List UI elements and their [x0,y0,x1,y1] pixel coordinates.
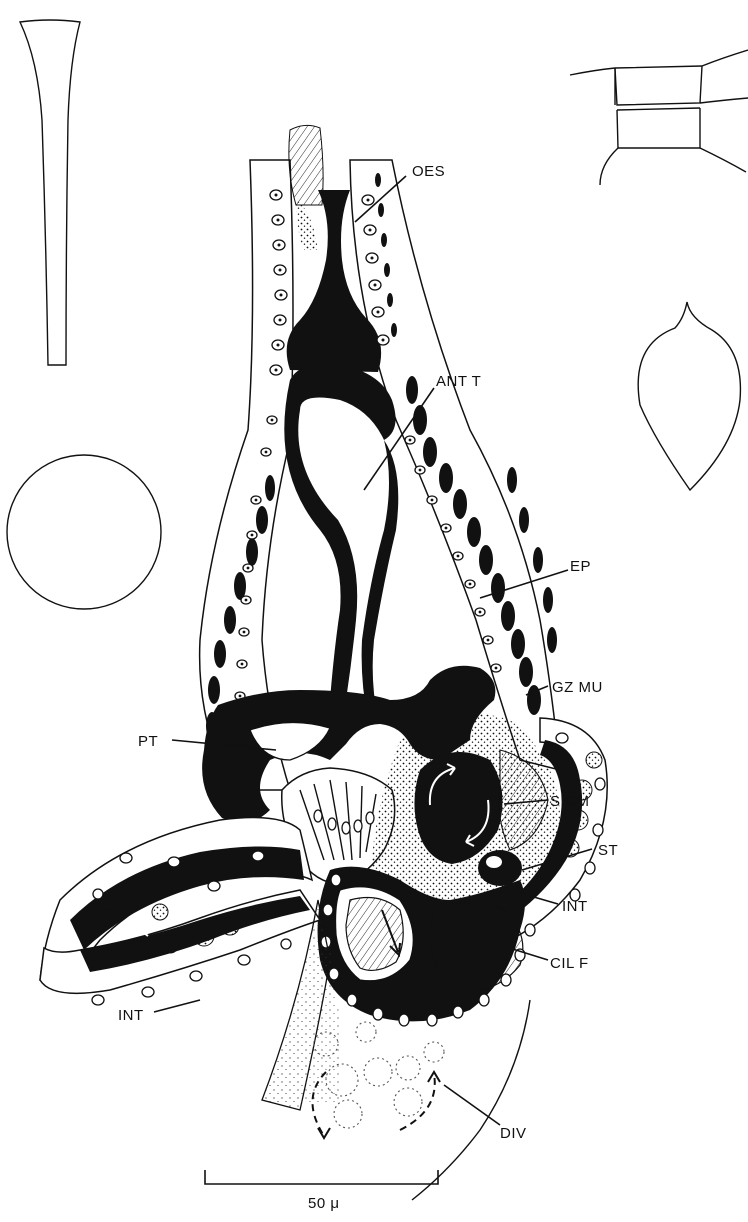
heart-shape-outline [638,302,740,490]
club-shape-outline [20,20,80,365]
circle-outline [7,455,161,609]
segment-outline [570,50,748,185]
label-s-cm: S CM [550,793,590,810]
oesophagus [200,125,560,790]
label-oes: OES [412,163,445,180]
scale-bar-label: 50 μ [308,1195,340,1212]
label-int-right: INT [562,898,588,915]
label-div: DIV [500,1125,527,1142]
intestine-left-loop [40,818,320,1005]
label-ep: EP [570,558,591,575]
anterior-tube [284,364,398,720]
label-gz-mu: GZ MU [552,679,603,696]
scale-bar: 50 μ [205,1170,438,1212]
label-pt: PT [138,733,158,750]
label-ant-t: ANT T [436,373,481,390]
label-int-left: INT [118,1007,144,1024]
label-st: ST [598,842,618,859]
label-cil-f: CIL F [550,955,589,972]
